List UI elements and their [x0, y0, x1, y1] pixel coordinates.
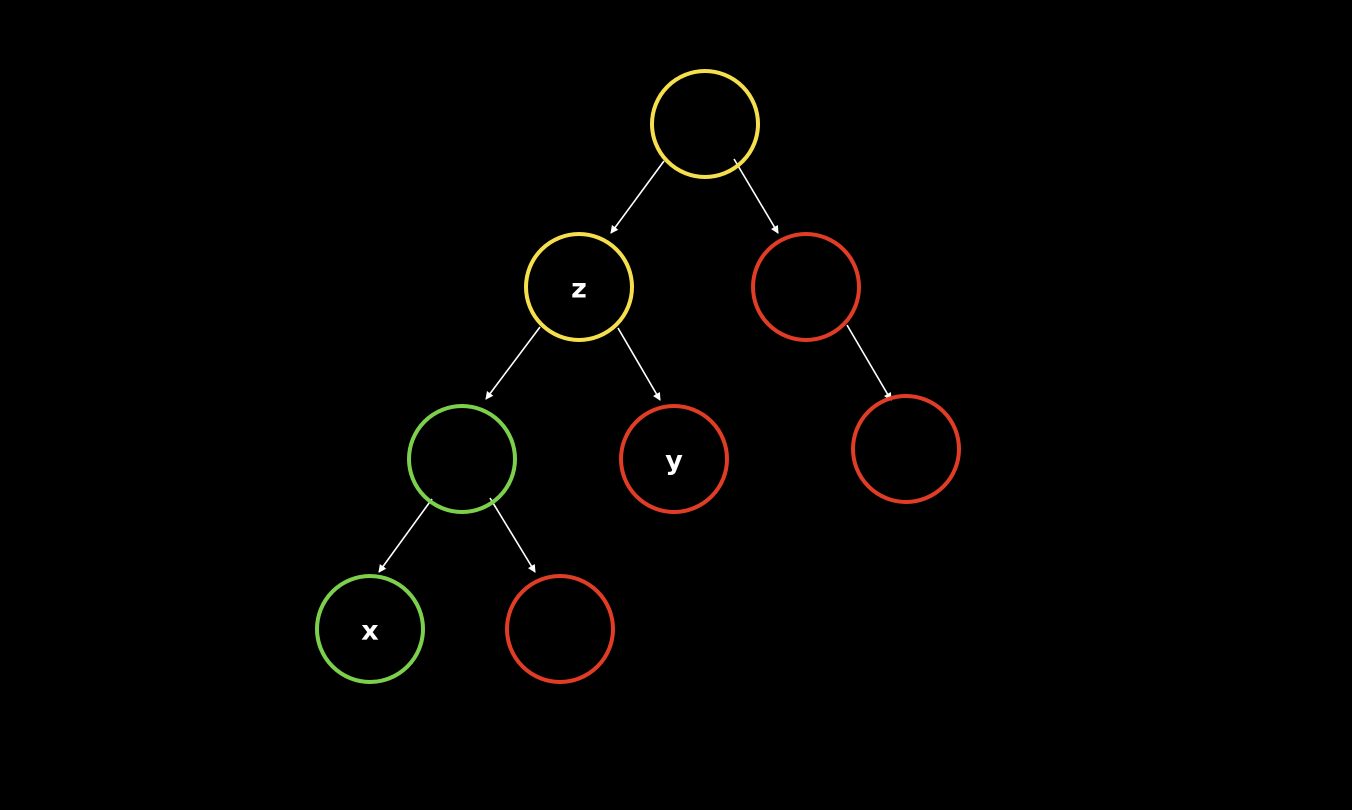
node-root — [650, 69, 760, 179]
node-left-left-right — [505, 574, 615, 684]
node-y: y — [619, 404, 729, 514]
edge-left-leftright — [489, 497, 536, 573]
node-left-left — [407, 404, 517, 514]
node-circle — [751, 232, 861, 342]
node-circle — [315, 574, 425, 684]
node-circle — [407, 404, 517, 514]
node-circle — [524, 232, 634, 342]
node-label: z — [571, 274, 587, 305]
node-label: x — [361, 616, 378, 647]
edge-z-y — [617, 327, 661, 401]
node-circle — [650, 69, 760, 179]
node-circle — [505, 574, 615, 684]
edge-root-z — [610, 160, 665, 234]
node-right-right — [851, 394, 961, 504]
edge-z-left — [485, 326, 541, 400]
edges — [378, 158, 892, 573]
node-circle — [851, 394, 961, 504]
node-label: y — [665, 446, 683, 477]
node-circle — [619, 404, 729, 514]
node-z: z — [524, 232, 634, 342]
edge-left-x — [378, 498, 433, 573]
edge-right-rightright — [846, 324, 892, 401]
node-right — [751, 232, 861, 342]
node-x: x — [315, 574, 425, 684]
edge-root-right — [733, 158, 779, 234]
